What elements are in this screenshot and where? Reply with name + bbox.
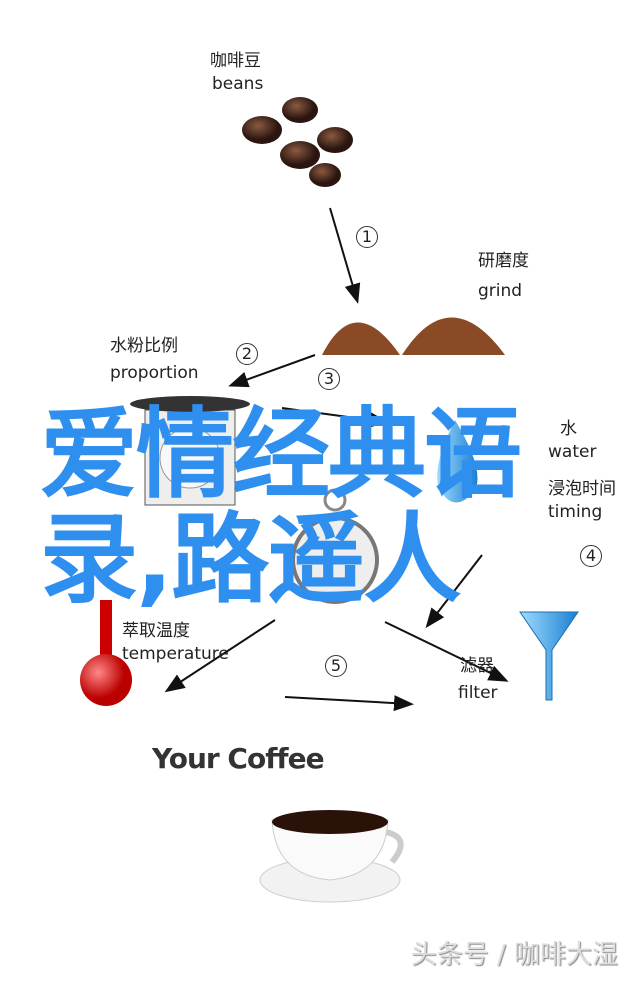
funnel-icon xyxy=(519,611,579,701)
temperature-label-en: temperature xyxy=(122,644,229,664)
timing-label-zh: 浸泡时间 xyxy=(548,479,616,499)
water-drop-icon xyxy=(437,420,478,503)
water-label-en: water xyxy=(548,442,597,462)
beans-label-en: beans xyxy=(212,74,264,94)
arrows xyxy=(164,207,509,712)
result-title: Your Coffee xyxy=(152,742,325,775)
timing-label-en: timing xyxy=(548,502,603,522)
beans-label-zh: 咖啡豆 xyxy=(210,51,261,71)
filter-label-zh: 滤器 xyxy=(460,656,494,676)
proportion-label-en: proportion xyxy=(110,363,199,383)
filter-label-en: filter xyxy=(458,683,498,703)
overlay-title-line2: 录,路遥人 xyxy=(40,503,461,617)
step-2: 2 xyxy=(236,343,258,365)
scale-icon xyxy=(130,396,250,506)
coffee-cup-icon xyxy=(259,810,404,903)
watermark: 头条号 / 咖啡大湿 xyxy=(410,940,618,970)
ground-coffee-icon xyxy=(322,317,505,355)
step-1: 1 xyxy=(356,226,378,248)
proportion-label-zh: 水粉比例 xyxy=(110,336,178,356)
stopwatch-icon xyxy=(291,488,379,604)
thermometer-icon xyxy=(80,600,132,706)
overlay-title-line1: 爱情经典语 xyxy=(40,398,522,512)
step-4: 4 xyxy=(580,545,602,567)
grind-label-zh: 研磨度 xyxy=(478,251,529,271)
grind-label-en: grind xyxy=(478,281,523,301)
step-5: 5 xyxy=(325,655,347,677)
temperature-label-zh: 萃取温度 xyxy=(122,621,190,641)
step-3: 3 xyxy=(318,368,340,390)
water-label-zh: 水 xyxy=(560,419,577,439)
beans-icon xyxy=(242,97,353,187)
